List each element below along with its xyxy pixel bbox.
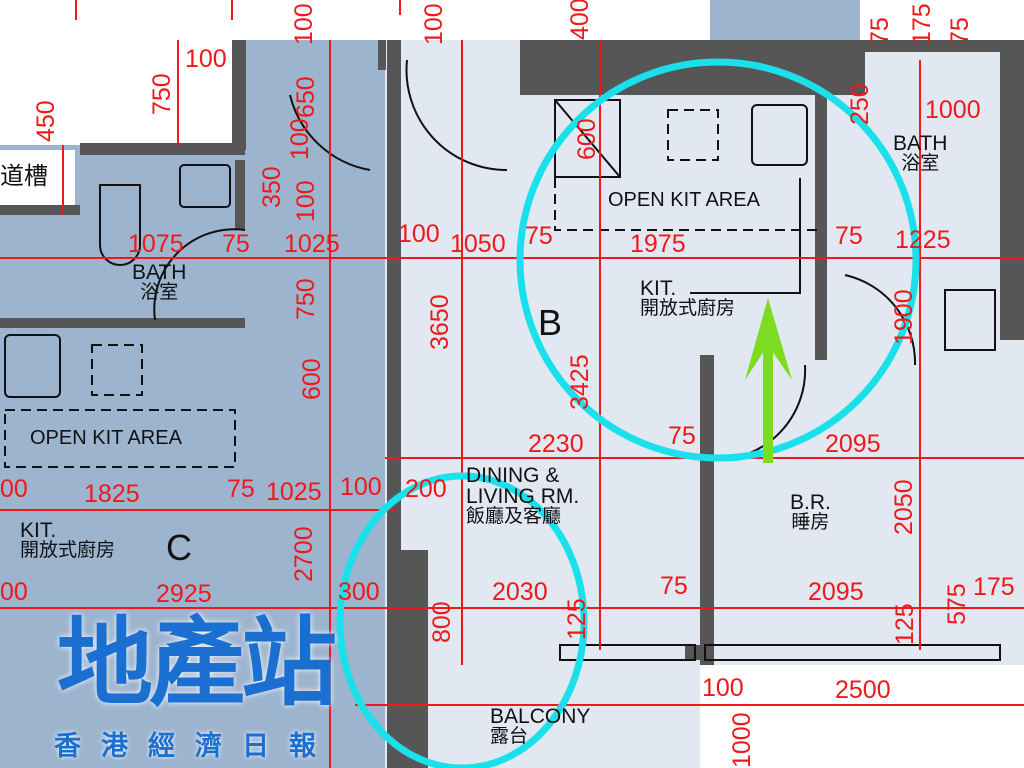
fixtures (4, 59, 1001, 661)
kit-c-en: KIT. (20, 519, 57, 542)
bath-c-zh: 浴室 (140, 281, 179, 303)
dim-label: 1225 (895, 226, 951, 254)
dim-label: 200 (405, 475, 447, 503)
dim-label: 350 (258, 166, 286, 208)
dim-label: 75 (946, 17, 974, 45)
dim-label: 750 (292, 278, 320, 320)
dim-label: 300 (338, 578, 380, 606)
dim-label: 125 (891, 603, 919, 645)
unit-b-label: B (538, 302, 563, 343)
outside-area (700, 665, 1024, 768)
dining-zh: 飯廳及客廳 (466, 505, 562, 527)
bedroom-label: B.R.睡房 (790, 492, 831, 532)
dim-label: 75 (866, 17, 894, 45)
dim-label: 75 (835, 222, 863, 250)
dim-label: 100 (286, 118, 314, 160)
dim-label: 3650 (426, 294, 454, 350)
dim-label: 100 (420, 3, 448, 45)
dim-label: 1000 (728, 712, 756, 768)
dining-living-label: DINING &LIVING RM.飯廳及客廳 (466, 465, 579, 526)
bath-c-en: BATH (132, 261, 187, 284)
dim-label: 1900 (890, 289, 918, 345)
dim-label: 3425 (566, 354, 594, 410)
dim-label: 1075 (128, 230, 184, 258)
balcony-en: BALCONY (490, 705, 591, 728)
dining-en2: LIVING RM. (466, 485, 580, 508)
duct-label: 道槽 (0, 163, 48, 190)
dim-label: 125 (563, 598, 591, 640)
watermark-main: 地產站 (57, 607, 337, 719)
dim-label: 175 (908, 3, 936, 45)
dim-label: 575 (943, 583, 971, 625)
dim-label: 250 (846, 83, 874, 125)
dim-label: 1000 (925, 96, 981, 124)
bath-b-en: BATH (893, 132, 948, 155)
dim-label: 75 (660, 572, 688, 600)
dim-label: 750 (148, 73, 176, 115)
watermark-sub: 香港經濟日報 (54, 731, 336, 761)
dim-label: 2925 (156, 580, 212, 608)
dim-label: 2050 (890, 479, 918, 535)
dining-en1: DINING & (466, 464, 560, 487)
dim-label: 100 (398, 220, 440, 248)
dim-label: 450 (32, 100, 60, 142)
bedroom-en: B.R. (790, 491, 831, 514)
dim-label: 400 (566, 0, 594, 40)
kit-c-zh: 開放式廚房 (20, 539, 116, 561)
kit-b-label: KIT.開放式廚房 (640, 278, 735, 318)
dim-label: 2230 (528, 430, 584, 458)
arrow-up-icon (745, 298, 792, 463)
dim-label: 650 (292, 76, 320, 118)
dim-label: 100 (185, 45, 227, 73)
dim-label: 00 (0, 578, 28, 606)
kit-b-zh: 開放式廚房 (640, 297, 736, 319)
open-kit-c-label: OPEN KIT AREA (30, 427, 182, 449)
dim-label: 2095 (808, 578, 864, 606)
dim-label: 00 (0, 475, 28, 503)
kit-c-label: KIT.開放式廚房 (20, 520, 115, 560)
dim-label: 100 (292, 180, 320, 222)
dim-label: 2500 (835, 676, 891, 704)
highlight-circle-kitchen (516, 58, 920, 462)
dim-label: 2030 (492, 578, 548, 606)
dim-label: 2700 (290, 526, 318, 582)
highlight-circle-living (336, 472, 588, 768)
dim-label: 75 (525, 222, 553, 250)
open-kit-b-label: OPEN KIT AREA (608, 189, 760, 211)
unit-c-area-left (0, 145, 235, 768)
kit-b-en: KIT. (640, 277, 677, 300)
dim-label: 1975 (630, 230, 686, 258)
dim-label: 600 (573, 118, 601, 160)
dim-label: 1825 (84, 480, 140, 508)
dim-label: 100 (290, 3, 318, 45)
dim-label: 1050 (450, 230, 506, 258)
bedroom-zh: 睡房 (791, 511, 830, 533)
walls (0, 40, 1024, 768)
dim-label: 175 (973, 573, 1015, 601)
balcony-zh: 露台 (490, 725, 529, 747)
dim-label: 800 (428, 601, 456, 643)
dim-label: 100 (702, 674, 744, 702)
bath-b-zh: 浴室 (901, 152, 940, 174)
watermark-logo: 地產站 香港經濟日報 (30, 585, 360, 763)
corridor-area (710, 0, 860, 40)
dim-label: 75 (222, 230, 250, 258)
dim-label: 1025 (266, 478, 322, 506)
unit-c-area (235, 40, 385, 768)
dim-label: 1025 (284, 230, 340, 258)
dim-label: 75 (227, 475, 255, 503)
dim-label: 600 (298, 358, 326, 400)
dim-label: 75 (668, 422, 696, 450)
unit-c-label: C (166, 527, 192, 568)
dim-label: 2095 (825, 430, 881, 458)
dim-label: 100 (340, 473, 382, 501)
